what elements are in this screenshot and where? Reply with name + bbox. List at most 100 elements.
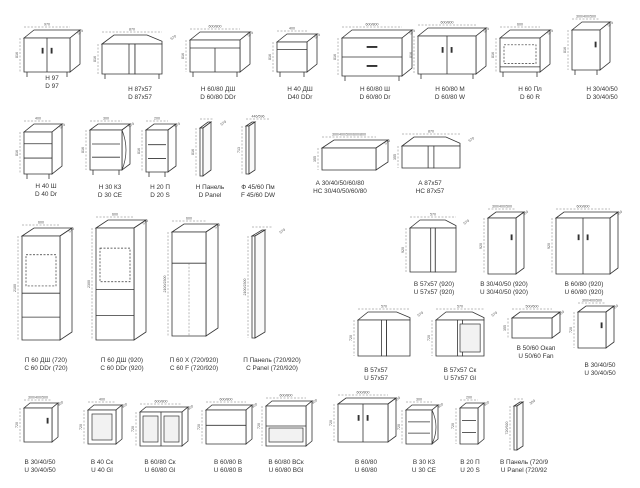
cabinet-caption-ru: Н 30/40/50 — [586, 86, 618, 93]
cabinet-front — [23, 407, 53, 443]
cabinet-side — [515, 211, 525, 275]
dimension-height: 816 — [93, 56, 97, 62]
cabinet-front — [511, 317, 553, 339]
cabinet-side — [477, 402, 485, 445]
panel-edge — [199, 127, 204, 177]
cabinet-caption-ru: В 57x57 (920) — [414, 281, 454, 288]
dimension-depth: 570 — [59, 123, 66, 130]
cabinet-side — [599, 21, 611, 71]
cabinet-caption-ru: В 40 Ск — [91, 459, 114, 466]
cabinet-top — [408, 219, 457, 229]
dimension-width: 600/800 — [441, 21, 454, 25]
dimension-height: 816 — [268, 54, 272, 60]
cabinet-front-left — [435, 319, 463, 357]
dimension-width: 400 — [35, 117, 41, 121]
dimension-depth: 570 — [174, 122, 181, 129]
cabinet-caption-ru: Ф 45/60 Пм — [241, 184, 274, 191]
dimension-height: 720 — [131, 426, 135, 432]
cabinet-caption-en: С 60 DDr (720) — [24, 365, 67, 372]
cabinet-front — [171, 231, 207, 337]
dimension-height: 920 — [401, 247, 405, 253]
cabinet-caption-en: F 45/60 DW — [241, 192, 276, 199]
drawer-handle — [366, 46, 378, 48]
cabinet-top — [554, 211, 620, 219]
cabinet-side — [205, 223, 219, 337]
cabinet-side — [181, 406, 189, 447]
cabinet-caption-ru: В 30/40/50 — [25, 459, 56, 466]
cabinet-caption-en: U 20 S — [460, 467, 480, 474]
dimension-depth: 300 — [558, 310, 565, 317]
dimension-height: 816 — [15, 52, 19, 58]
cabinet-caption-ru: В 60/80 Ск — [144, 459, 175, 466]
cabinet-drawings: 970570816870570816600/800570816400570816… — [13, 15, 623, 451]
dimension-height: 720/920 — [505, 422, 509, 435]
dimension-height: 2300 — [87, 280, 91, 288]
cabinet-caption-ru: Н 40 ДШ — [287, 86, 313, 93]
cabinet-side — [115, 404, 123, 445]
dimension-width: 600/800 — [220, 398, 233, 402]
cabinet-caption-en: U 60/80 B — [214, 467, 242, 474]
cabinet-front — [577, 311, 607, 349]
dimension-width: 500/600 — [526, 305, 539, 309]
door-handle — [50, 47, 53, 54]
cabinet-caption-ru: Н 60/80 Ш — [360, 86, 390, 93]
dimension-height: 816 — [409, 52, 413, 58]
cabinet-side — [431, 404, 439, 445]
door-handle — [357, 415, 360, 421]
dimension-height: 2100/2300 — [163, 276, 167, 293]
dimension-width: 600/800 — [577, 205, 590, 209]
cabinet-caption-ru: П Панель (720/920) — [243, 357, 301, 364]
glass-panel — [268, 427, 304, 443]
cabinet-front-right — [386, 319, 411, 357]
cabinet-side — [305, 400, 313, 447]
cabinet-front — [95, 227, 135, 341]
cabinet-side — [51, 123, 63, 175]
cabinet-caption-ru: В 50/60 Окап — [517, 345, 556, 352]
oven-niche — [99, 247, 131, 283]
glass-panel — [459, 323, 481, 353]
rounded-end-curve — [121, 129, 127, 171]
cabinet-caption-ru: В 20 П — [460, 459, 480, 466]
cabinet-caption-en: U 57x57 Gl — [444, 375, 476, 382]
oven-opening — [503, 44, 537, 64]
cabinet-caption-en: D 30/40/50 — [586, 94, 618, 101]
dimension-width: 400 — [289, 27, 295, 31]
dimension-height: 720 — [569, 327, 573, 333]
dimension-depth: 300 — [187, 404, 194, 411]
door-handle — [600, 322, 603, 329]
dimension-depth: 570 — [68, 227, 75, 234]
dimension-depth: 570 — [279, 228, 286, 235]
dimension-height: 2100 — [13, 284, 17, 292]
dimension-depth: 570 — [220, 120, 227, 127]
cabinet-side — [133, 219, 147, 341]
dimension-depth: 570 — [247, 31, 254, 38]
cabinet-caption-ru: В 57x57 — [364, 367, 388, 374]
cabinet-caption-en: U 30/40/50 — [584, 370, 616, 377]
dimension-height: 355 — [503, 325, 507, 331]
dimension-width: 600/800 — [280, 394, 293, 398]
cabinet-caption-en: U 30/40/50 (920) — [480, 289, 528, 296]
oven-niche — [25, 254, 57, 287]
cabinet-caption-ru: Н Панель — [196, 184, 225, 191]
cabinet-caption-en: D 60/80 W — [435, 94, 466, 101]
cabinet-caption-en: D 87x57 — [128, 94, 152, 101]
cabinet-top — [400, 136, 461, 147]
dimension-width: 200 — [466, 396, 472, 400]
cabinet-top — [204, 404, 254, 411]
